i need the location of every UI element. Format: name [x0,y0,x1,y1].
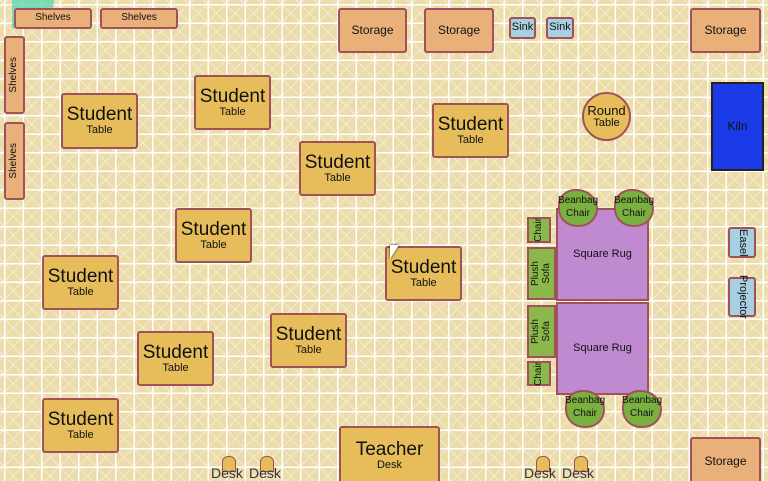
label: Storage [704,23,747,38]
label: Student [47,408,114,430]
label: Projector [736,274,749,320]
mouse-cursor-icon [390,245,399,259]
label: Desk [376,459,403,472]
label: Table [457,133,484,146]
sink[interactable]: Sink [546,17,574,39]
label: Table [295,343,322,356]
shelves[interactable]: Shelves [14,8,92,29]
label: Table [162,361,189,374]
storage[interactable]: Storage [690,8,761,53]
label: Table [593,116,620,129]
shelves[interactable]: Shelves [4,36,25,114]
shelves[interactable]: Shelves [4,122,25,200]
label: Round [587,102,626,118]
easel[interactable]: Easel [728,227,756,258]
square-rug[interactable]: Square Rug [556,208,649,301]
desk[interactable]: Desk [562,465,594,481]
storage[interactable]: Storage [424,8,494,53]
desk[interactable]: Desk [249,465,281,481]
label: Sink [511,21,534,34]
label: Chair [532,361,544,386]
chair[interactable]: Chair [527,217,551,243]
square-rug[interactable]: Square Rug [556,302,649,395]
label: Student [275,323,342,345]
label: Table [410,276,437,289]
shelves[interactable]: Shelves [100,8,178,29]
label: Table [200,238,227,251]
label: Student [66,104,133,126]
label: Student [47,265,114,287]
label: Shelves [8,57,20,93]
label: Student [437,113,504,135]
label: Teacher [355,439,424,461]
label: Table [67,428,94,441]
label: Plush [530,318,541,344]
label: Plush [530,260,541,286]
sink[interactable]: Sink [509,17,536,39]
label: Shelves [121,12,157,24]
label: Shelves [35,12,71,24]
desk-chair-icon [574,456,588,472]
beanbag-chair[interactable] [622,390,662,428]
chair[interactable]: Chair [527,361,551,386]
label: Storage [704,453,747,468]
label: Student [180,218,247,240]
projector[interactable]: Projector [728,274,756,320]
label: Kiln [727,119,748,134]
label: Easel [736,228,749,257]
storage[interactable]: Storage [690,437,761,481]
desk-chair-icon [222,456,236,472]
desk[interactable]: Desk [211,465,243,481]
label: Table [86,124,113,137]
label: Student [199,85,266,107]
beanbag-chair[interactable] [558,189,598,227]
label: Square Rug [573,247,632,260]
kiln[interactable]: Kiln [711,82,764,171]
label: Square Rug [573,341,632,354]
label: Student [390,256,457,278]
label: Sofa [540,321,552,342]
label: Sofa [540,263,552,284]
desk-chair-icon [260,456,274,472]
label: Student [142,341,209,363]
beanbag-chair[interactable] [614,189,654,227]
desk[interactable]: Desk [524,465,556,481]
storage[interactable]: Storage [338,8,407,53]
label: Table [324,171,351,184]
label: Table [67,285,94,298]
label: Storage [437,23,481,38]
label: Chair [532,218,544,242]
label: Shelves [8,143,20,179]
label: Student [304,151,371,173]
label: Storage [351,23,394,38]
desk-chair-icon [536,456,550,472]
beanbag-chair[interactable] [565,390,605,428]
label: Sink [549,21,571,34]
label: Table [219,105,246,118]
